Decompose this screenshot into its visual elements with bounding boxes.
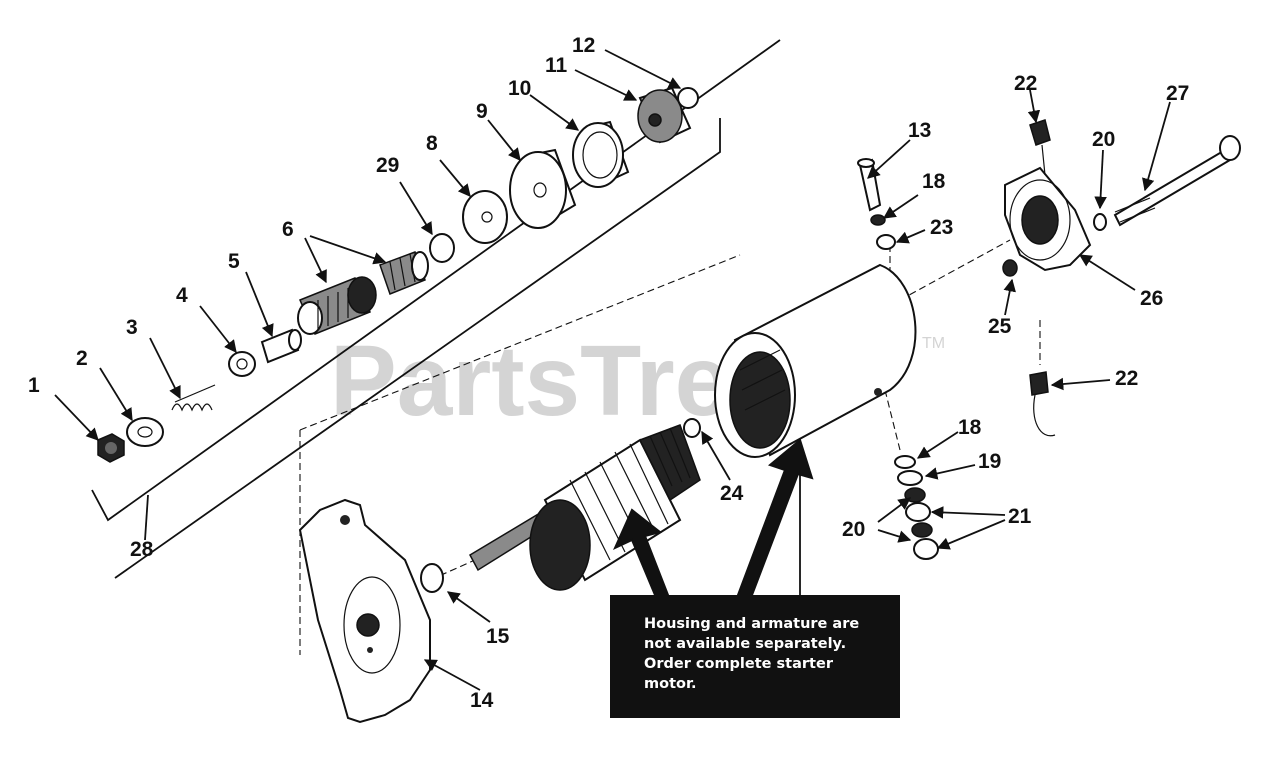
part-20-nut-bottom-b [911, 522, 933, 538]
part-6-pinion-gear [297, 276, 377, 335]
armature [469, 424, 701, 591]
part-24-washer [683, 418, 701, 438]
callout-28: 28 [130, 538, 154, 561]
part-6-drive-sleeve [379, 251, 429, 295]
callout-26: 26 [1140, 287, 1163, 310]
part-25-nut [1002, 259, 1018, 277]
callout-14: 14 [470, 689, 494, 712]
callout-22-top: 22 [1014, 72, 1037, 95]
hardware-stack [894, 455, 939, 560]
callout-27: 27 [1166, 82, 1189, 105]
part-8-flat-washer [462, 190, 508, 244]
part-14-end-housing [298, 498, 431, 724]
part-21-nut-b [913, 538, 939, 560]
callout-24: 24 [720, 482, 744, 505]
part-21-nut-a [905, 502, 931, 522]
note-pointer-arrows [612, 438, 814, 596]
callout-25: 25 [988, 315, 1012, 338]
callout-3: 3 [126, 316, 138, 339]
callout-2: 2 [76, 347, 88, 370]
callout-1: 1 [28, 374, 40, 397]
callout-19: 19 [978, 450, 1001, 473]
motor-housing [714, 263, 917, 458]
part-15-washer [420, 563, 444, 593]
part-4-washer [228, 351, 256, 377]
part-10-ring [572, 120, 630, 188]
note-line-1: Housing and armature are [644, 616, 859, 632]
part-2-spacer [126, 417, 164, 447]
callout-10: 10 [508, 77, 531, 100]
part-22-brush-bottom [1029, 371, 1056, 437]
part-9-thick-washer [509, 148, 577, 229]
part-13-screw [857, 158, 882, 212]
part-5-sleeve [260, 328, 302, 364]
callout-20-bottom: 20 [842, 518, 865, 541]
callout-9: 9 [476, 100, 488, 123]
part-11-cup [637, 86, 692, 144]
part-3-spring [171, 384, 216, 412]
callout-18-bottom: 18 [958, 416, 982, 439]
callout-29: 29 [376, 154, 399, 177]
callout-15: 15 [486, 625, 510, 648]
callout-11: 11 [545, 54, 568, 77]
callout-21: 21 [1008, 505, 1032, 528]
part-20-nut-top [1093, 213, 1107, 231]
part-19-washer [897, 470, 923, 486]
part-27-through-bolt [1113, 135, 1241, 227]
leader-arrows [54, 49, 1171, 691]
callout-18-top: 18 [922, 170, 946, 193]
callout-6: 6 [282, 218, 294, 241]
part-1-nut [97, 433, 125, 463]
note-line-4: motor. [644, 676, 697, 692]
watermark-text: PartsTree [330, 325, 786, 437]
note-line-2: not available separately. [644, 636, 846, 652]
callout-12: 12 [572, 34, 595, 57]
part-22-brush-top [1029, 119, 1051, 176]
callout-23: 23 [930, 216, 953, 239]
watermark-trademark: TM [922, 335, 945, 352]
part-26-end-cap [1004, 166, 1092, 272]
part-23-washer [876, 234, 896, 250]
callout-20-top: 20 [1092, 128, 1115, 151]
callout-8: 8 [426, 132, 438, 155]
callout-22-bottom: 22 [1115, 367, 1138, 390]
note-box: Housing and armature are not available s… [610, 595, 900, 718]
callout-13: 13 [908, 119, 931, 142]
part-18-lock-washer-top [870, 214, 886, 226]
callout-4: 4 [176, 284, 188, 307]
note-line-3: Order complete starter [644, 656, 834, 672]
callout-5: 5 [228, 250, 240, 273]
part-29-snap-ring [429, 233, 455, 263]
part-18-lock-washer-bottom [894, 455, 916, 469]
callout-labels: 1 2 3 4 5 6 8 9 10 11 12 13 14 15 18 18 … [28, 34, 1189, 712]
part-12-small-nut [677, 87, 699, 109]
